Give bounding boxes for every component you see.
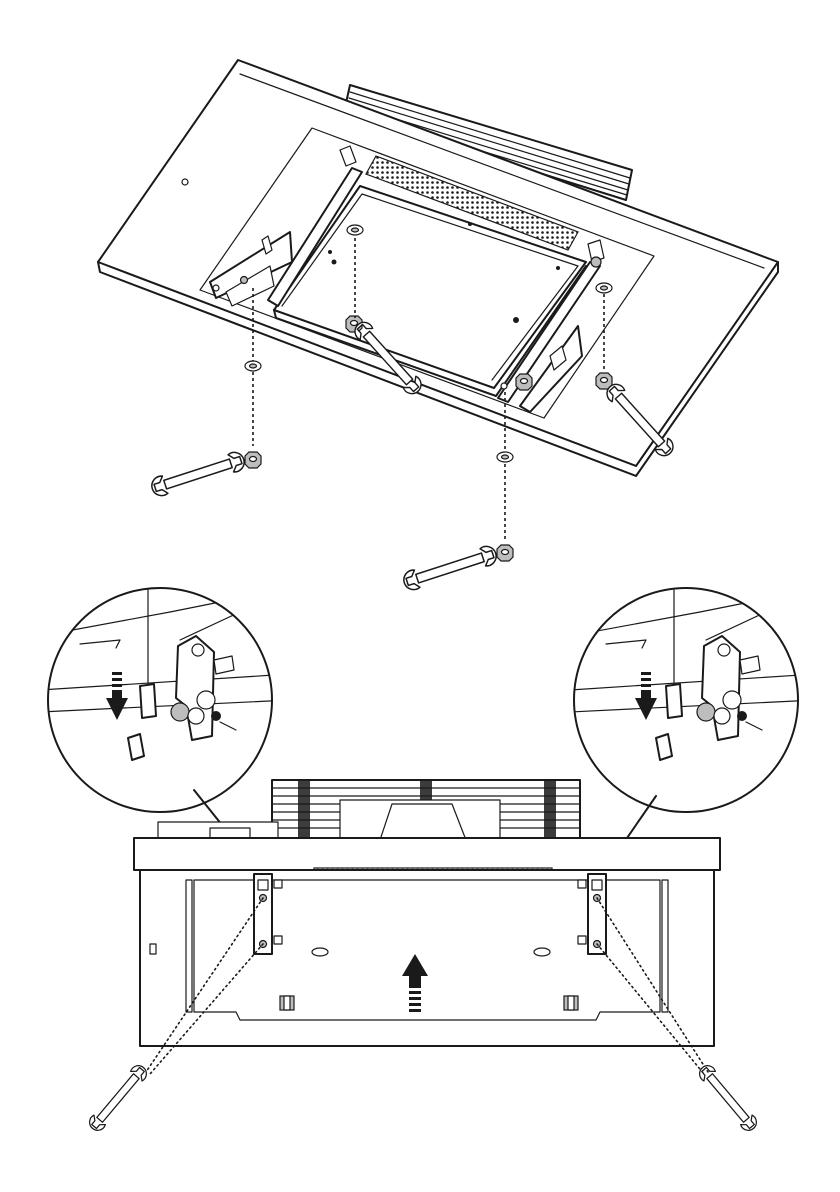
hood-front-with-hinged-panel [86, 780, 759, 1134]
screw-hole-icon [182, 179, 188, 185]
nut-icon [564, 996, 578, 1010]
spanner-icon [86, 1062, 149, 1133]
spanner-icon [696, 1062, 759, 1133]
spanner-icon [149, 450, 246, 498]
nut-icon [245, 452, 261, 468]
nut-icon [497, 545, 513, 561]
washer-icon [245, 361, 261, 371]
hood-underside-with-filter-panel [98, 60, 778, 592]
spanner-icon [401, 544, 498, 592]
right-hinge-detail [570, 588, 816, 812]
nut-icon [280, 996, 294, 1010]
hood-front-bar [134, 838, 720, 870]
vent-louvers [272, 780, 580, 840]
washer-icon [497, 452, 513, 462]
left-hinge-detail [40, 588, 290, 812]
